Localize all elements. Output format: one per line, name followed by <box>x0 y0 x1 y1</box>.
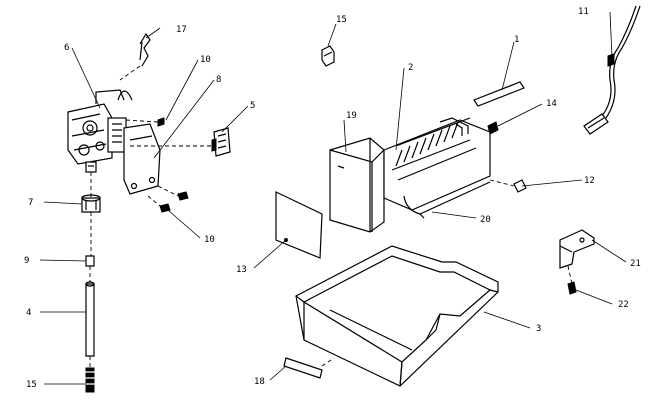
mounting-bracket <box>559 229 595 285</box>
callout-21: 21 <box>630 259 641 269</box>
icemaker-assembly <box>329 117 527 233</box>
callout-9: 9 <box>24 256 29 266</box>
callout-4: 4 <box>26 308 31 318</box>
callout-17: 17 <box>176 25 187 35</box>
callout-18: 18 <box>254 377 265 387</box>
callout-1: 1 <box>514 35 519 45</box>
compression-sleeve <box>85 255 95 282</box>
tube-grommet <box>85 367 95 393</box>
ice-bin <box>295 245 499 387</box>
wiring-harness <box>583 5 641 135</box>
callout-5: 5 <box>250 101 255 111</box>
callout-15: 15 <box>336 15 347 25</box>
callout-13: 13 <box>236 265 247 275</box>
shut-off-arm <box>473 81 525 107</box>
fitting-nut <box>81 194 101 256</box>
callout-2: 2 <box>408 63 413 73</box>
callout-6: 6 <box>64 43 69 53</box>
wire-clip <box>321 45 335 67</box>
bracket-screw <box>567 281 577 295</box>
callout-3: 3 <box>536 324 541 334</box>
callout-leaders <box>39 11 627 385</box>
water-valve-assembly <box>67 32 214 213</box>
callout-14: 14 <box>546 99 557 109</box>
callout-22: 22 <box>618 300 629 310</box>
valve-bracket <box>211 127 231 157</box>
callout-20: 20 <box>480 215 491 225</box>
bin-label <box>283 357 335 379</box>
callout-11: 11 <box>578 7 589 17</box>
callout-7: 7 <box>28 198 33 208</box>
fill-tube <box>85 281 95 368</box>
callout-10b: 10 <box>204 235 215 245</box>
callout-12: 12 <box>584 176 595 186</box>
callout-10a: 10 <box>200 55 211 65</box>
callout-19: 19 <box>346 111 357 121</box>
front-cover <box>275 191 323 259</box>
callout-8: 8 <box>216 75 221 85</box>
callout-16: 15 <box>26 380 37 390</box>
